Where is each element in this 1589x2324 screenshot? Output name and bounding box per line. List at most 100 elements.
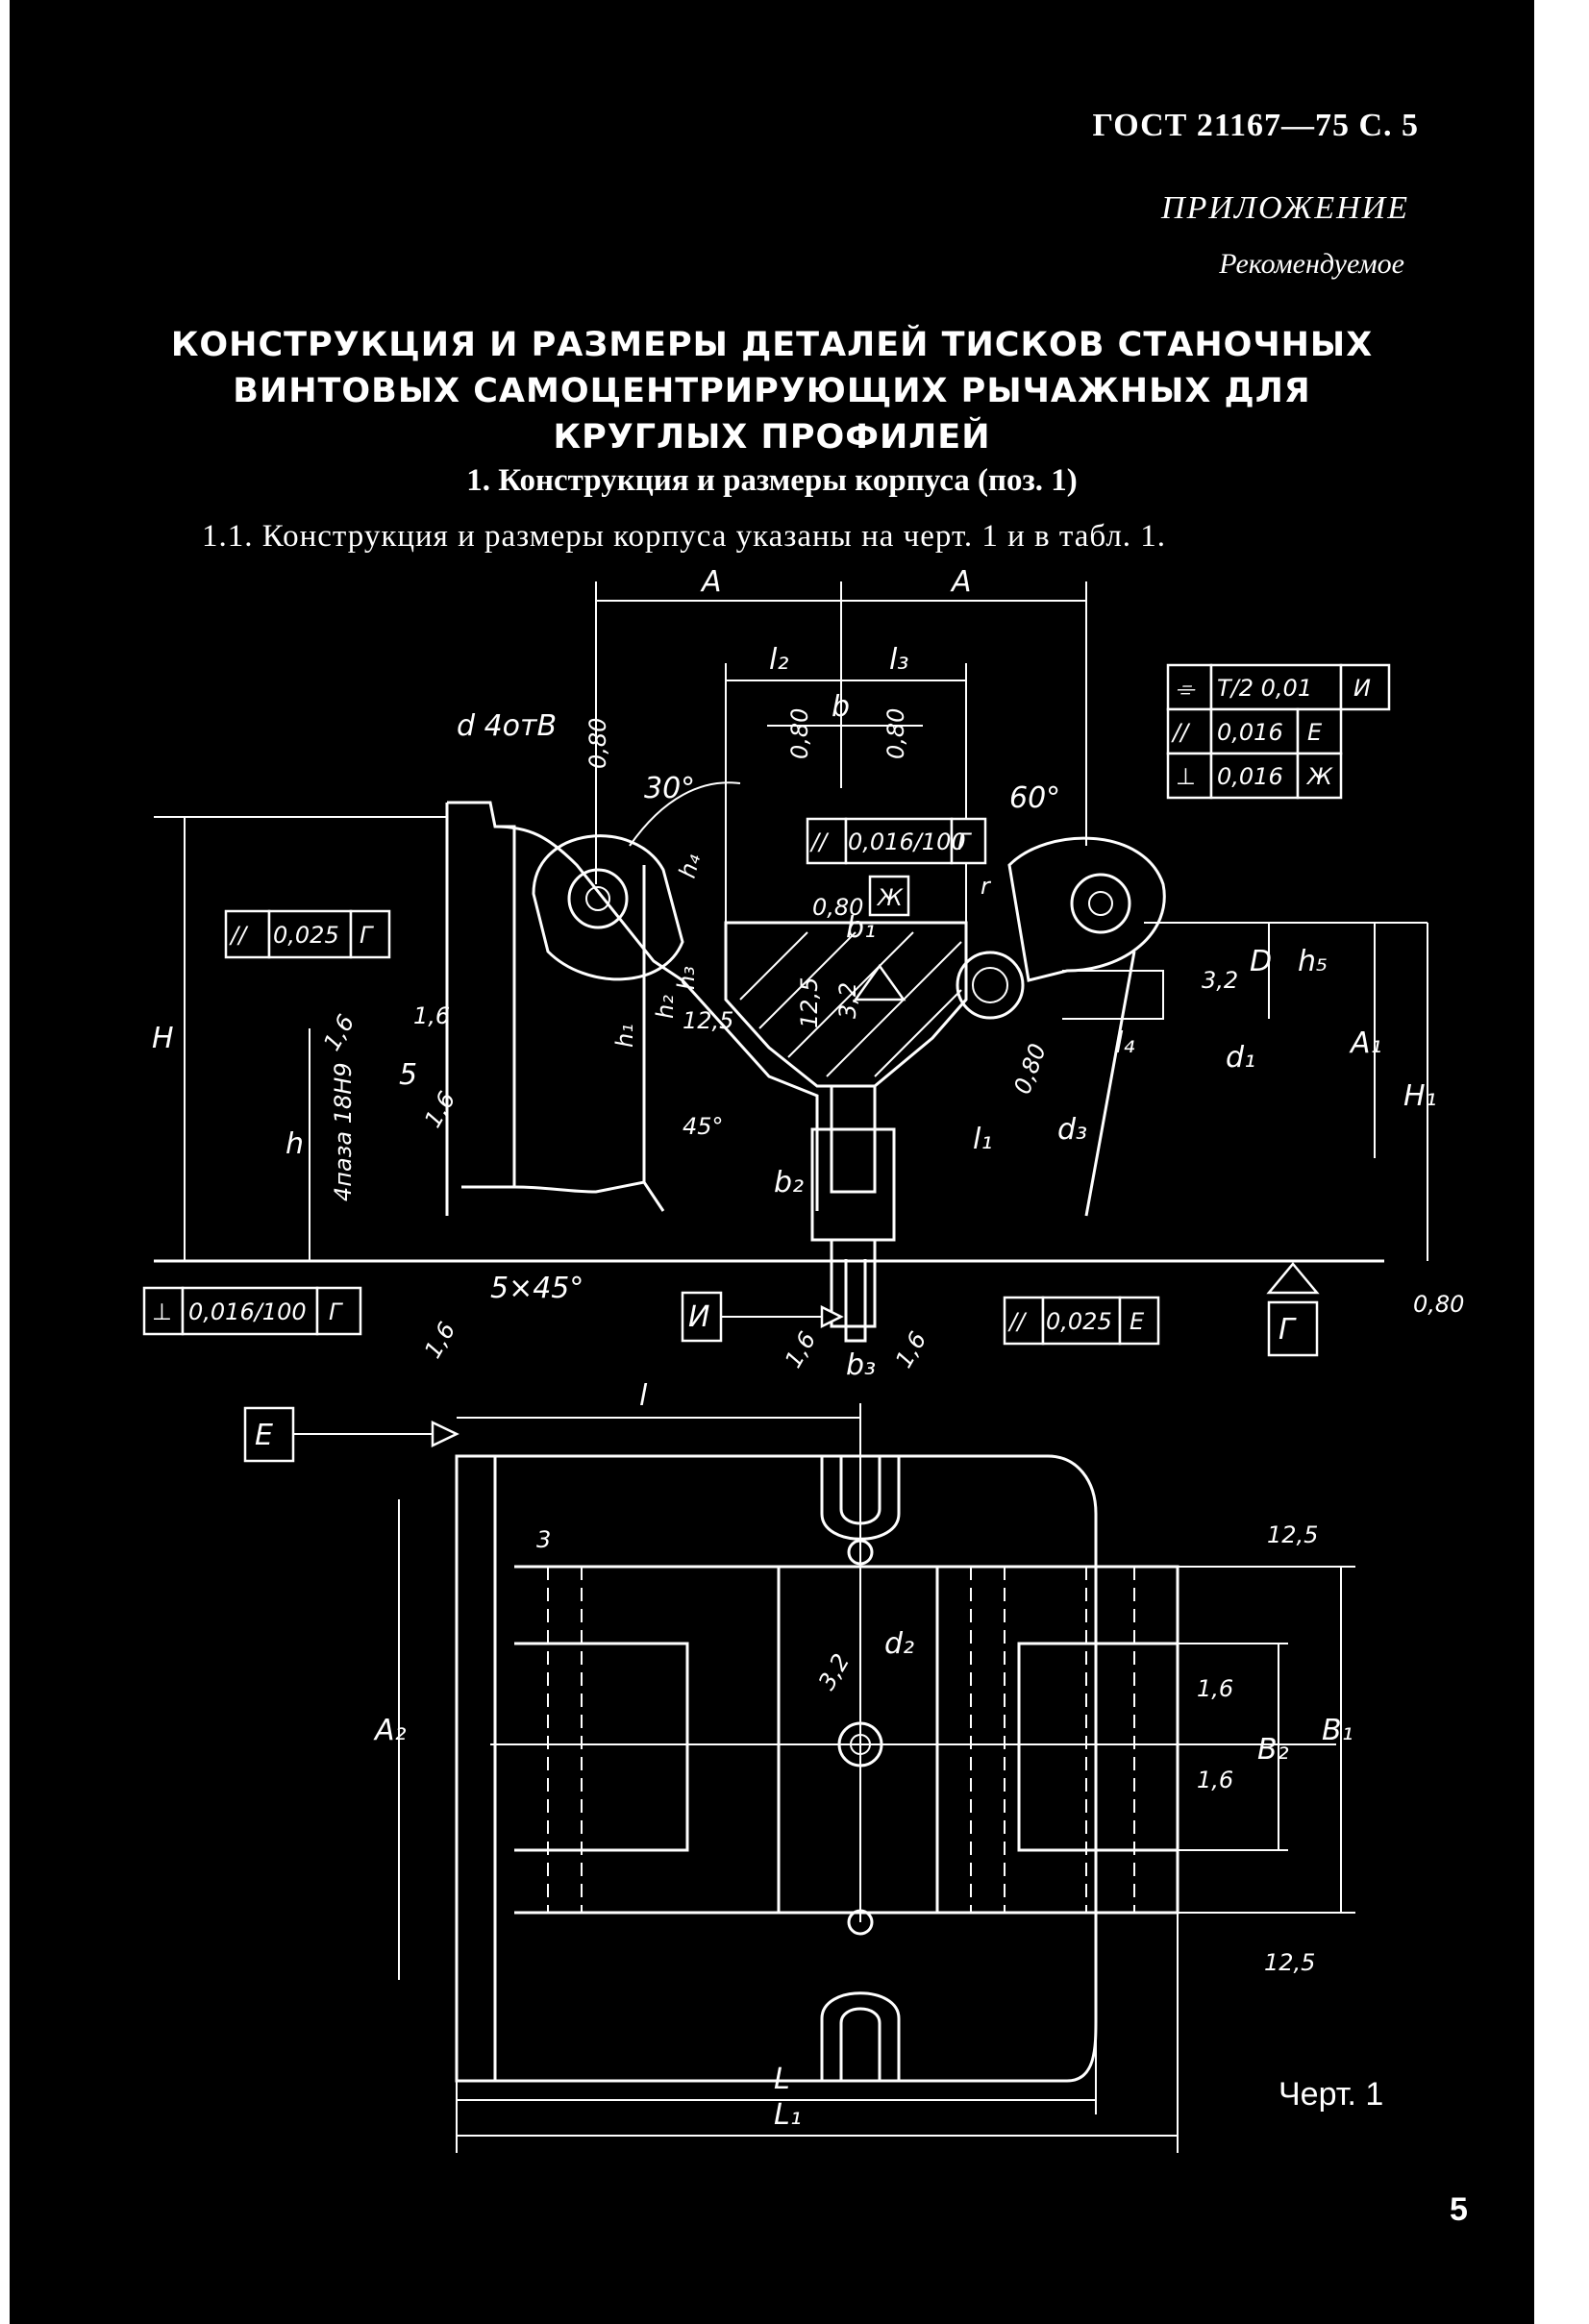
- dim-a2: A₂: [373, 1714, 407, 1747]
- appendix-type: Рекомендуемое: [1219, 248, 1404, 280]
- technical-drawing: A A l₂ l₃ b: [142, 565, 1464, 2153]
- bottom-u-slot: [820, 1991, 901, 2081]
- dim-a-right: A: [950, 565, 972, 599]
- top-u-slot-inner: [839, 1456, 881, 1525]
- center-hole: [837, 1721, 883, 1768]
- tol-3-value: 0,016: [1217, 763, 1283, 790]
- dim-h-upper: H: [152, 1022, 174, 1055]
- top-pin: [847, 1539, 874, 1566]
- tol-1-value: T/2 0,01: [1217, 675, 1312, 702]
- angle-60: 60°: [1009, 781, 1060, 815]
- dim-a-left: A: [700, 565, 722, 599]
- tol-6-value: 0,016/100: [188, 1298, 307, 1325]
- svg-text:Е: Е: [255, 1419, 273, 1452]
- appendix-label: ПРИЛОЖЕНИЕ: [1161, 190, 1409, 226]
- dim-d3: d₃: [1057, 1113, 1087, 1147]
- tol-1-datum: И: [1353, 675, 1371, 702]
- tol-7-datum: Е: [1130, 1308, 1145, 1335]
- dim-L1: L₁: [774, 2098, 802, 2132]
- plan-view: l A₂ 3 3,2 d: [373, 1379, 1355, 2153]
- datum-i: И: [681, 1291, 844, 1343]
- slot-label: 4паза 18Н9: [330, 1062, 357, 1201]
- svg-text:Г: Г: [1279, 1313, 1297, 1347]
- page-number: 5: [1450, 2191, 1468, 2228]
- tol-1-symbol: ⌯: [1176, 675, 1196, 702]
- svg-text:И: И: [688, 1300, 709, 1334]
- tol-5-symbol: //: [229, 922, 249, 949]
- hatching: [739, 931, 962, 1077]
- dim-a1: A₁: [1349, 1026, 1382, 1060]
- plan-right-slot: [1017, 1642, 1178, 1852]
- standard-header: ГОСТ 21167—75 С. 5: [1092, 108, 1419, 143]
- tol-4-datum: Г: [957, 828, 972, 855]
- right-body-edge: [1084, 951, 1136, 1217]
- chamfer-label: 5×45°: [490, 1272, 583, 1305]
- tol-2-datum: Е: [1307, 719, 1323, 746]
- bottom-u-slot-inner: [839, 2007, 881, 2081]
- dim-h4: h₄: [674, 851, 707, 881]
- tol-frame-6: ⊥ 0,016/100 Г: [142, 1286, 362, 1336]
- svg-text:Ж: Ж: [876, 884, 904, 911]
- tol-frame-7: // 0,025 Е: [1003, 1296, 1160, 1346]
- angle-45: 45°: [683, 1113, 724, 1140]
- tol-frame-2: // 0,016 Е: [1166, 707, 1343, 755]
- tol-6-datum: Г: [329, 1298, 343, 1325]
- rough-125b: 12,5: [796, 977, 823, 1028]
- dim-l1: l₁: [973, 1123, 992, 1156]
- angle-30: 30°: [644, 772, 695, 805]
- rough-080e: 0,80: [1008, 1040, 1052, 1098]
- shaft-upper: [830, 1086, 877, 1194]
- datum-g: Г: [1267, 1300, 1319, 1357]
- datum-e: Е: [243, 1406, 459, 1463]
- rough-125a: 12,5: [683, 1007, 733, 1034]
- dim-h5: h₅: [1298, 945, 1328, 978]
- section-heading: 1. Конструкция и размеры корпуса (поз. 1…: [466, 463, 1078, 498]
- rough-125c: 12,5: [1267, 1521, 1318, 1548]
- rough-080c: 0,80: [786, 708, 813, 759]
- rough-080d: 0,80: [882, 708, 909, 759]
- rough-080b: 0,80: [812, 894, 863, 921]
- dim-h2: h₂: [652, 995, 679, 1019]
- shaft-collar: [810, 1127, 896, 1242]
- rough-16f: 1,6: [890, 1327, 931, 1372]
- center-hole-inner: [850, 1734, 871, 1755]
- dim-five: 5: [399, 1058, 417, 1092]
- tol-3-datum: Ж: [1305, 763, 1333, 790]
- tol-frame-5: // 0,025 Г: [224, 909, 391, 959]
- dim-b: b: [832, 690, 850, 724]
- dim-three: 3: [536, 1526, 551, 1553]
- tol-5-value: 0,025: [273, 922, 339, 949]
- right-boss: [1062, 970, 1164, 1020]
- left-body-base: [513, 1180, 665, 1212]
- tol-4-value: 0,016/100: [848, 828, 966, 855]
- plan-band: [514, 1565, 1179, 1915]
- dim-b1: b₁: [846, 911, 876, 945]
- rough-16e: 1,6: [780, 1327, 821, 1372]
- dim-D: D: [1250, 945, 1272, 978]
- rough-080f: 0,80: [1413, 1291, 1464, 1318]
- intro-paragraph: 1.1. Конструкция и размеры корпуса указа…: [202, 519, 1167, 554]
- tol-2-value: 0,016: [1217, 719, 1283, 746]
- tol-5-datum: Г: [360, 922, 374, 949]
- rough-16a: 1,6: [413, 1002, 450, 1029]
- dim-d2: d₂: [884, 1627, 914, 1661]
- dim-b2: b₂: [774, 1166, 804, 1199]
- dim-l2: l₂: [769, 643, 788, 677]
- arc-30: [629, 781, 741, 847]
- document-page: ГОСТ 21167—75 С. 5 ПРИЛОЖЕНИЕ Рекомендуе…: [10, 0, 1534, 2324]
- radius-r: r: [981, 873, 992, 900]
- rough-16-plan-b: 1,6: [1197, 1767, 1233, 1793]
- left-lever-eye: [532, 834, 684, 981]
- dim-l3: l₃: [889, 643, 908, 677]
- left-pin-hole: [567, 868, 629, 929]
- dim-d-fit: d 4отB: [457, 709, 557, 743]
- tol-frame-1: ⌯ T/2 0,01 И: [1166, 663, 1391, 711]
- plan-left-slot: [514, 1642, 689, 1852]
- bottom-pin: [847, 1909, 874, 1936]
- tol-4-symbol: //: [809, 828, 830, 855]
- dim-l: l: [639, 1379, 648, 1413]
- dim-b1: B₁: [1322, 1714, 1353, 1747]
- tol-7-symbol: //: [1007, 1308, 1028, 1335]
- right-pin-center: [1088, 891, 1113, 916]
- left-jaw-outline: [447, 801, 516, 1189]
